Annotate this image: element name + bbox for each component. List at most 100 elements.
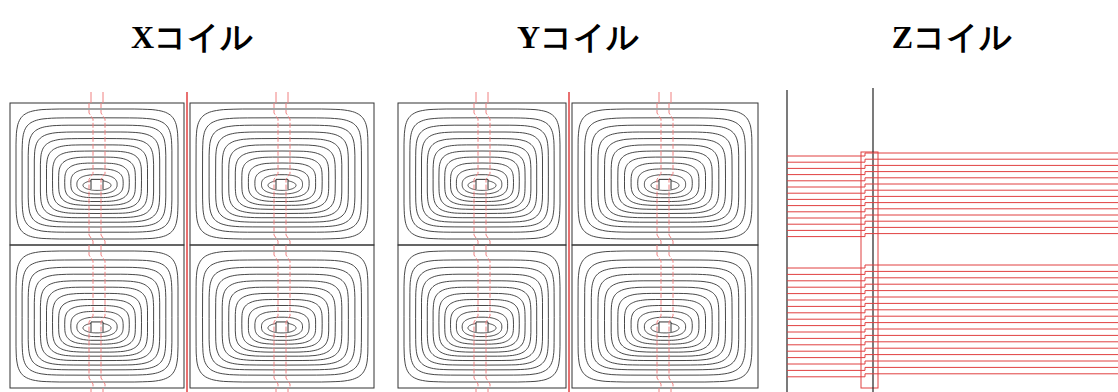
coil-windings (10, 92, 758, 392)
feed-line (91, 388, 92, 392)
coil-line (216, 132, 349, 222)
coil-line (196, 251, 368, 382)
feed-line (669, 103, 673, 245)
coil-line (427, 281, 536, 361)
coil-line (255, 311, 309, 340)
coil-line (229, 145, 336, 214)
z-winding (787, 278, 1118, 281)
coil-line (28, 267, 166, 370)
coil-line (416, 125, 549, 227)
feed-line (488, 92, 489, 103)
z-winding (787, 209, 1118, 212)
feed-line (657, 103, 661, 245)
feed-line (671, 388, 672, 392)
feed-line (276, 92, 277, 103)
coil-line (22, 118, 172, 232)
coil-title: Zコイル (892, 20, 1012, 55)
feed-line (669, 245, 673, 388)
feed-line (657, 245, 661, 388)
coil-line (638, 169, 693, 198)
coil-line (65, 163, 130, 202)
coil-line (598, 274, 732, 365)
coil-frame (10, 103, 184, 245)
feed-line (288, 92, 289, 103)
z-winding (787, 342, 1118, 345)
separator-line (186, 92, 188, 392)
z-winding (787, 215, 1118, 218)
coil-line (216, 274, 349, 365)
coil-line (71, 311, 123, 340)
coil-line (34, 132, 159, 222)
coil-line (598, 132, 732, 222)
feed-line (91, 92, 92, 103)
coil-line (638, 311, 693, 340)
z-winding (787, 361, 1118, 364)
feed-line (286, 103, 290, 245)
feed-line (103, 388, 104, 392)
feed-line (476, 92, 477, 103)
feed-line (274, 245, 278, 388)
coil-line (209, 267, 355, 370)
coil-line (456, 169, 507, 198)
feed-line (486, 103, 490, 245)
coil-line (242, 157, 322, 205)
coil-line (65, 306, 130, 345)
coil-title: Xコイル (131, 20, 253, 55)
coil-line (404, 251, 560, 382)
feed-line (488, 388, 489, 392)
feed-line (476, 388, 477, 392)
coil-line (585, 118, 746, 232)
coil-line (71, 169, 123, 198)
feed-line (474, 245, 478, 388)
coil-line (578, 251, 752, 382)
feed-line (89, 245, 93, 388)
z-winding (787, 178, 1118, 181)
coil-line (468, 323, 496, 333)
z-boundary (872, 88, 873, 392)
coil-line (456, 311, 507, 340)
coil-frame (10, 245, 184, 388)
feed-line (101, 245, 105, 388)
coil-line (16, 109, 178, 239)
coil-line (578, 109, 752, 239)
coil-line (47, 287, 148, 356)
coil-line (209, 125, 355, 227)
coil-line (83, 323, 111, 333)
feed-line (276, 388, 277, 392)
z-winding (787, 367, 1118, 370)
coil-line (585, 260, 746, 375)
z-winding (787, 271, 1118, 274)
coil-line (242, 300, 322, 349)
coil-line (47, 145, 148, 214)
coil-line (53, 151, 142, 209)
coil-line (427, 139, 536, 218)
coil-line (605, 139, 726, 218)
feed-line (89, 103, 93, 245)
coil-line (248, 163, 315, 202)
coil-line (410, 260, 554, 375)
coil-line (625, 157, 706, 205)
feed-line (474, 103, 478, 245)
z-winding (787, 297, 1118, 300)
coil-line (439, 293, 525, 352)
coil-line (16, 251, 178, 382)
coil-line (445, 300, 520, 349)
coil-line (625, 300, 706, 349)
coil-line (222, 281, 342, 361)
coil-frame (190, 245, 374, 388)
feed-line (288, 388, 289, 392)
coil-frame (572, 103, 758, 245)
coil-line (611, 145, 719, 214)
coil-line (229, 287, 336, 356)
coil-title: Yコイル (517, 20, 639, 55)
z-boundary (786, 90, 787, 392)
coil-line (445, 157, 520, 205)
z-winding (787, 234, 1118, 237)
feed-line (286, 245, 290, 388)
coil-line (433, 287, 531, 356)
coil-line (248, 306, 315, 345)
z-winding (787, 374, 1118, 377)
coil-line (235, 293, 328, 352)
